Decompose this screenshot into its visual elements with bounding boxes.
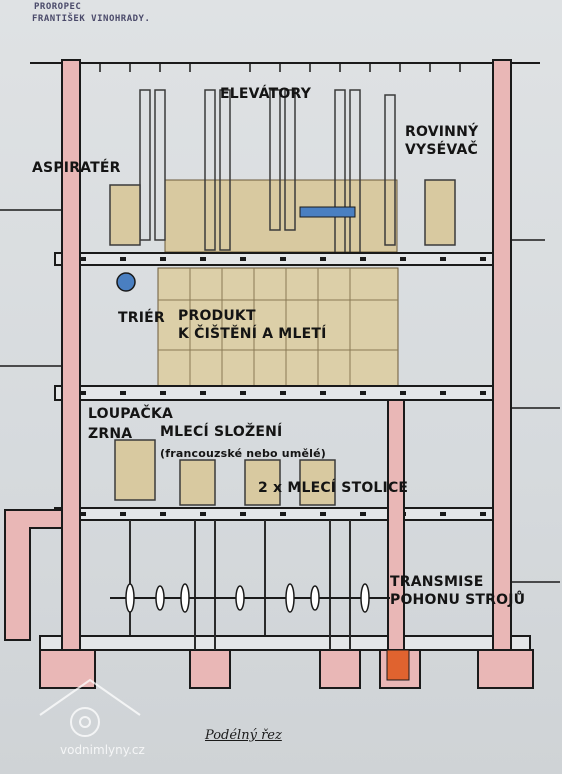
caption: Podélný řez [205, 728, 282, 743]
stamp-line-1: PROROPEC [34, 2, 82, 12]
label-elevatory: ELEVÁTORY [220, 86, 312, 102]
aspirator-machine [109, 184, 141, 246]
plansifter-machine [424, 179, 456, 246]
label-transmise-1: TRANSMISE [390, 574, 484, 590]
label-produkt-2: K ČIŠTĚNÍ A MLETÍ [178, 326, 327, 342]
bin-dividers [158, 268, 398, 386]
product-bins [157, 267, 399, 387]
inner-column [387, 399, 405, 681]
label-mleci-slozeni: MLECÍ SLOŽENÍ [160, 424, 283, 440]
trier-drum [116, 272, 136, 292]
foundations [39, 649, 534, 689]
section-markers [0, 209, 560, 583]
label-aspirater: ASPIRATÉR [32, 160, 121, 176]
watermark-logo-icon [39, 678, 141, 737]
shafts [129, 520, 351, 650]
roof-ticks [99, 63, 461, 72]
drive-motor [386, 649, 410, 681]
left-column [61, 59, 81, 681]
label-transmise-2: POHONU STROJŮ [390, 592, 526, 608]
label-mleci-note: (francouzské nebo umělé) [160, 447, 327, 460]
label-loupacka-2: ZRNA [88, 426, 133, 442]
label-stolice: 2 x MLECÍ STOLICE [258, 480, 409, 496]
blue-conveyor [299, 206, 356, 218]
sifter-block [164, 179, 398, 253]
label-vysevac: VYSÉVAČ [405, 142, 479, 158]
left-wall-base [4, 509, 63, 641]
pulleys [125, 583, 370, 613]
right-column [492, 59, 512, 681]
label-loupacka-1: LOUPAČKA [88, 406, 174, 422]
elevator-legs [139, 89, 396, 261]
stamp-line-2: FRANTIŠEK VINOHRADY. [32, 14, 151, 24]
label-trier: TRIÉR [118, 310, 165, 326]
label-produkt-1: PRODUKT [178, 308, 256, 324]
label-rovinny: ROVINNÝ [405, 124, 479, 140]
watermark-text: vodnimlyny.cz [60, 743, 145, 757]
mill-machines [114, 439, 336, 506]
